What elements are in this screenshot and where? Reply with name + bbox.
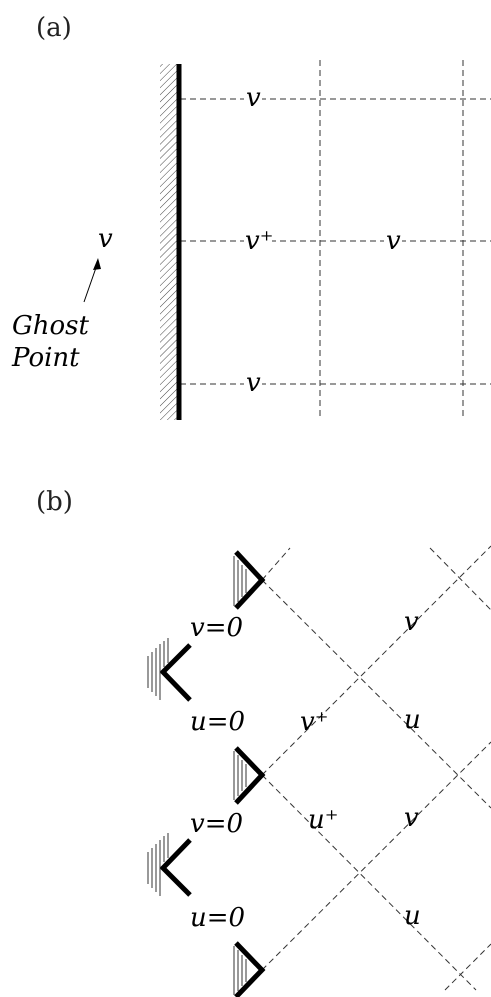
bc-u-zero-bottom: u=0 xyxy=(190,903,245,933)
node-v-interior: v xyxy=(386,226,401,256)
panel-b-label: (b) xyxy=(36,487,73,517)
bc-v-zero-bottom: v=0 xyxy=(190,809,243,839)
node-v-bottom: v xyxy=(246,368,261,398)
bc-v-zero-top: v=0 xyxy=(190,613,243,643)
panel-a: (a) v v⁺ v v v Ghost Point xyxy=(11,13,491,420)
bc-u-zero-top: u=0 xyxy=(190,707,245,737)
node-v-top: v xyxy=(246,83,261,113)
ghost-label-line2: Point xyxy=(11,343,80,373)
node-b-u-2: u xyxy=(404,901,421,931)
node-b-v-2: v xyxy=(404,803,419,833)
node-b-u-1: u xyxy=(404,705,421,735)
panel-b-wall-left xyxy=(147,638,192,897)
node-b-u-plus: u⁺ xyxy=(308,805,338,835)
ghost-label-line1: Ghost xyxy=(12,311,90,341)
ghost-arrow-head xyxy=(93,258,101,270)
node-b-v-plus: v⁺ xyxy=(300,707,328,737)
node-v-plus: v⁺ xyxy=(245,226,273,256)
panel-b-wall-right xyxy=(233,550,266,997)
panel-a-label: (a) xyxy=(36,13,72,43)
panel-b: (b) xyxy=(36,487,491,997)
wall-hatching xyxy=(160,64,177,420)
panel-b-grid xyxy=(261,545,491,991)
node-b-v-1: v xyxy=(404,607,419,637)
panel-a-grid xyxy=(180,60,491,420)
ghost-point-v: v xyxy=(98,224,113,254)
